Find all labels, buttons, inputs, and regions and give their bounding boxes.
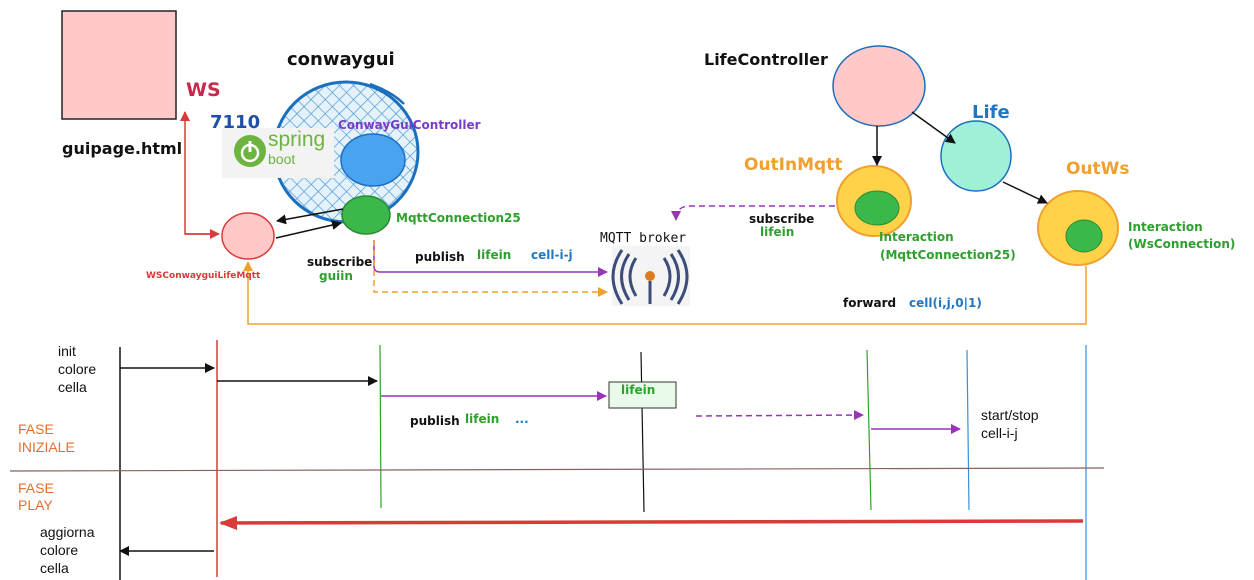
subscribe-guiin-arrow — [373, 240, 608, 297]
arrow-lc-to-life — [911, 111, 956, 144]
interaction-ws-sub-label: (WsConnection) — [1128, 237, 1236, 251]
fase-play-2: PLAY — [18, 497, 53, 513]
init-label-2: colore — [58, 361, 97, 377]
life-node — [940, 120, 1012, 192]
aggiorna-label-1: aggiorna — [40, 524, 95, 540]
wsmqtt-node — [221, 212, 275, 260]
boot-label: boot — [268, 151, 296, 167]
mqttconnection-node — [341, 195, 391, 235]
broker-label: MQTT broker — [600, 231, 687, 246]
startstop-label-2: cell-i-j — [981, 425, 1018, 441]
subscribe-life-label: subscribe — [749, 212, 815, 226]
lifeline-broker — [640, 351, 645, 513]
seq-deliver-arrow — [695, 410, 864, 421]
controller-node — [340, 133, 406, 187]
outinmqtt-interaction — [854, 190, 900, 226]
publish-top-label: publish — [415, 250, 465, 264]
lifein-box — [608, 381, 677, 409]
ws-label: WS — [186, 79, 221, 101]
mqtt-broker-icon — [611, 246, 690, 306]
aggiorna-label-3: cella — [40, 560, 69, 576]
port-label: 7110 — [210, 112, 261, 133]
arrow-mqtt-to-ws — [276, 208, 344, 225]
lifein-top-label: lifein — [477, 248, 512, 262]
guiin-label: guiin — [319, 269, 353, 283]
subscribe-gui-label: subscribe — [307, 255, 373, 269]
guipage-box — [61, 10, 177, 120]
forward-label: forward — [843, 296, 897, 310]
lifecontroller-node — [832, 45, 926, 127]
fase-iniziale-1: FASE — [18, 421, 54, 437]
dots-seq-label: ... — [515, 412, 529, 426]
conwaygui-label: conwaygui — [287, 49, 395, 70]
fase-play-1: FASE — [18, 480, 54, 496]
publish-seq-label: publish — [410, 414, 460, 428]
outinmqtt-label: OutInMqtt — [744, 155, 843, 175]
lifein-box-label: lifein — [621, 383, 656, 397]
mqtt-conn-label: MqttConnection25 — [396, 211, 521, 225]
subscribe-lifein-arrow — [671, 205, 855, 221]
lifecontroller-label: LifeController — [704, 50, 828, 69]
conwaygui-stroke — [369, 82, 405, 105]
arrow-ws-to-mqtt — [275, 220, 342, 239]
lifein-seq-label: lifein — [465, 412, 500, 426]
init-label-3: cella — [58, 379, 87, 395]
outws-interaction — [1065, 219, 1103, 253]
lifein-sub-label: lifein — [760, 225, 795, 239]
ws-mqtt-label: WSConwayguiLifeMqtt — [146, 271, 261, 281]
lifeline-life — [966, 349, 970, 511]
forward-cell-label: cell(i,j,0|1) — [909, 296, 982, 310]
outws-label: OutWs — [1066, 159, 1130, 179]
arrow-life-to-outws — [1002, 181, 1048, 204]
cell-ij-label: cell-i-j — [531, 248, 573, 262]
seq-play-arrow — [219, 515, 1084, 530]
interaction-mqtt-sub-label: (MqttConnection25) — [880, 248, 1016, 262]
fase-iniziale-2: INIZIALE — [18, 439, 75, 455]
startstop-label-1: start/stop — [981, 407, 1039, 423]
init-label-1: init — [58, 343, 76, 359]
lifeline-outinmqtt — [866, 349, 872, 511]
interaction-ws-label: Interaction — [1128, 220, 1203, 234]
guipage-label: guipage.html — [62, 139, 183, 158]
publish-arrow — [373, 240, 608, 277]
interaction-mqtt-label: Interaction — [879, 230, 954, 244]
phase-separator — [9, 467, 1105, 472]
spring-label: spring — [268, 128, 326, 151]
lifeline-mqttconn — [379, 344, 382, 509]
controller-label: ConwayGuiController — [338, 118, 481, 132]
aggiorna-label-2: colore — [40, 542, 79, 558]
life-label: Life — [972, 102, 1010, 123]
forward-arrow — [243, 261, 1087, 325]
